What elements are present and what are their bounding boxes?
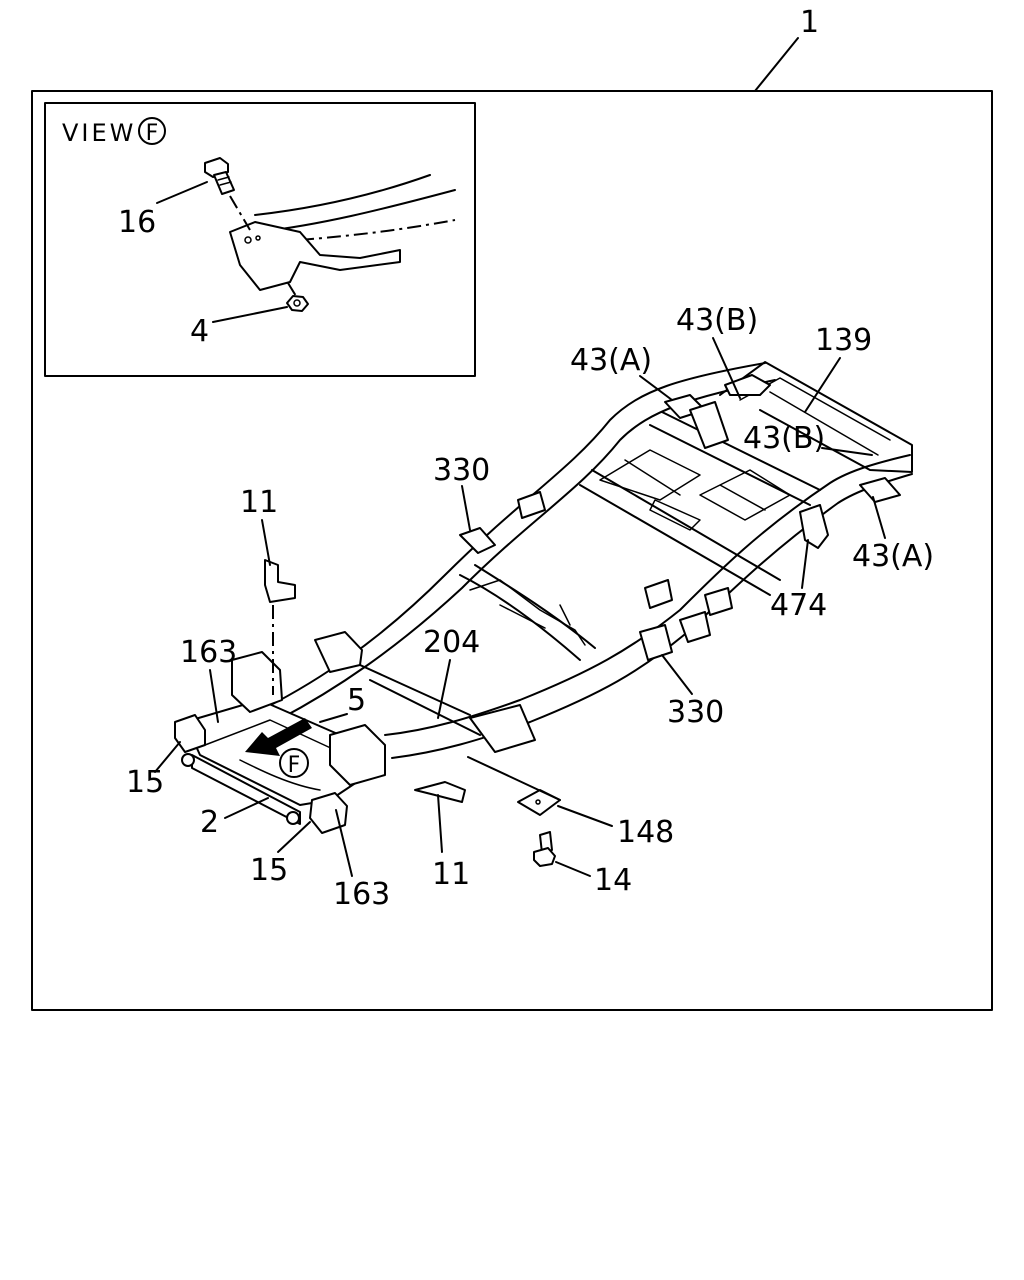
- plate-148-hole: [535, 799, 541, 805]
- callout-148: 148: [617, 815, 674, 850]
- bracket-43a-right: [859, 477, 901, 503]
- bolt-14-icon: [533, 831, 556, 867]
- bracket-474: [799, 504, 829, 549]
- rear-x-brace-detail: [649, 499, 701, 531]
- leader-163-bottom: [335, 809, 353, 877]
- leader-14: [555, 861, 591, 877]
- inset-bracket-hole-2: [255, 235, 261, 241]
- body-mount-left: [174, 714, 206, 753]
- leader-43b-top: [712, 337, 741, 399]
- leader-2: [224, 797, 269, 819]
- inset-view-label: VIEW: [62, 119, 136, 147]
- callout-11-bottom: 11: [432, 857, 470, 892]
- bracket-330-top: [459, 527, 496, 554]
- inset-frame-rail: [254, 174, 456, 233]
- callout-2: 2: [200, 805, 219, 840]
- callout-43b-right: 43(B): [743, 421, 825, 456]
- leader-5: [319, 713, 348, 723]
- crossmember-mid: [459, 564, 596, 661]
- bracket-left-rail-1: [517, 491, 546, 519]
- leader-330-bottom: [661, 654, 693, 695]
- view-marker-circle: [279, 748, 309, 778]
- callout-474: 474: [770, 588, 827, 623]
- inset-bolt-centerline: [229, 195, 251, 231]
- leader-43b-right: [821, 447, 873, 456]
- rear-crossmember: [719, 361, 913, 473]
- leader-139: [804, 357, 841, 413]
- rear-x-brace: [599, 449, 791, 521]
- callout-16: 16: [118, 205, 156, 240]
- callout-4: 4: [190, 314, 209, 349]
- leader-204: [437, 659, 451, 719]
- leader-15-left: [154, 741, 181, 773]
- leader-11-top: [261, 519, 271, 566]
- callout-14: 14: [594, 863, 632, 898]
- leader-11-bottom: [437, 794, 443, 853]
- callout-43a-top: 43(A): [570, 343, 652, 378]
- callout-139: 139: [815, 323, 872, 358]
- bracket-11-bottom: [414, 781, 466, 803]
- chassis-frame: F: [174, 361, 913, 867]
- leader-330-top: [461, 485, 471, 531]
- bracket-right-rail-1: [679, 611, 711, 643]
- rear-crossmember-inner: [769, 391, 879, 456]
- inset-frame-rail-lower: [299, 219, 456, 241]
- inset-nut-centerline: [287, 282, 297, 297]
- callout-11-top: 11: [240, 485, 278, 520]
- leader-4: [212, 306, 288, 323]
- callout-43a-right: 43(A): [852, 539, 934, 574]
- callout-15-bottom: 15: [250, 853, 288, 888]
- bracket-front-rail-lower: [469, 704, 536, 753]
- bracket-left-rail-2: [644, 579, 673, 609]
- callout-204: 204: [423, 625, 480, 660]
- plate-148: [517, 789, 561, 816]
- view-f-inset: VIEW F 16 4: [44, 102, 476, 377]
- callout-5: 5: [347, 683, 366, 718]
- frame-rail-right: [384, 454, 911, 736]
- inset-bolt-icon: [204, 157, 235, 195]
- leader-front-rail: [467, 756, 561, 801]
- view-letter-circle: [138, 117, 166, 145]
- leader-474: [801, 539, 809, 589]
- callout-15-left: 15: [126, 765, 164, 800]
- front-bracket-left: [231, 651, 283, 713]
- callout-43b-top: 43(B): [676, 303, 758, 338]
- inset-nut-icon: [286, 295, 309, 312]
- assembly-border: [31, 90, 993, 1011]
- inset-view-letter: F: [146, 121, 159, 146]
- leader-43a-top: [639, 375, 673, 401]
- callout-assembly: 1: [800, 5, 819, 40]
- front-bracket-right: [329, 724, 386, 786]
- crossmember-mid-detail: [469, 579, 586, 646]
- inset-bracket-hole: [244, 236, 252, 244]
- leader-16: [156, 181, 208, 204]
- bracket-330-bottom: [639, 624, 673, 661]
- bracket-11-top: [264, 559, 296, 603]
- leader-43a-right: [872, 496, 886, 539]
- inset-bracket: [229, 221, 401, 291]
- bracket-rear-spring: [689, 401, 729, 449]
- callout-163-top: 163: [180, 635, 237, 670]
- mount-stud-left: [181, 753, 195, 767]
- front-rail-bracket: [314, 631, 363, 673]
- callout-330-bottom: 330: [667, 695, 724, 730]
- crossmember-2: [579, 469, 781, 596]
- body-mount-right: [309, 792, 348, 834]
- bracket-right-rail-2: [704, 587, 733, 616]
- leader-148: [557, 805, 613, 827]
- mount-stud-right: [286, 811, 300, 825]
- callout-163-bottom: 163: [333, 877, 390, 912]
- front-crossmember: [359, 664, 481, 736]
- view-marker-letter: F: [288, 753, 301, 778]
- leader-163-top: [209, 669, 219, 723]
- callout-330-top: 330: [433, 453, 490, 488]
- leader-15-bottom: [277, 821, 311, 853]
- inset-border: [44, 102, 476, 377]
- leader-assembly: [754, 37, 799, 92]
- view-arrow-icon: [245, 718, 312, 756]
